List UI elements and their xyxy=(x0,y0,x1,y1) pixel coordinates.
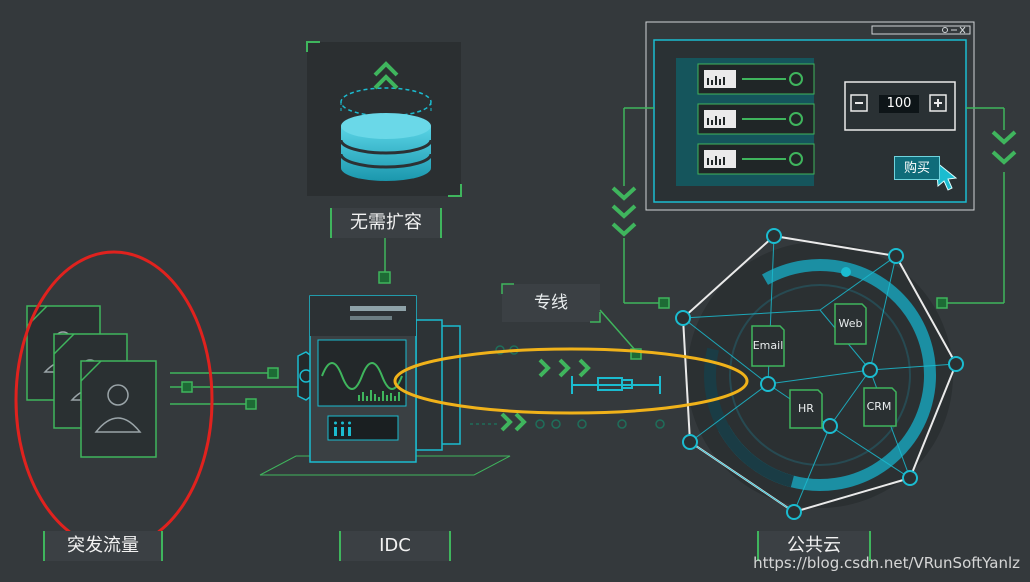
cursor-icon xyxy=(935,160,958,191)
cloud-connectors xyxy=(623,107,1005,309)
quantity-value: 100 xyxy=(879,95,919,113)
highlight-ellipse-yellow xyxy=(393,347,749,415)
app-documents-icon xyxy=(751,303,897,429)
quantity-stepper xyxy=(844,81,956,131)
public-cloud-label: 公共云 xyxy=(757,531,871,561)
buy-button: 购买 xyxy=(894,156,940,180)
dedicated-line-callout xyxy=(501,283,642,360)
idc-label: IDC xyxy=(339,531,451,561)
email-app-label: Email xyxy=(752,339,784,352)
server-rack-icon xyxy=(697,63,815,175)
user-documents-icon xyxy=(26,305,157,458)
data-flow-lines xyxy=(470,345,665,432)
crm-app-label: CRM xyxy=(866,400,892,413)
burst-traffic-label: 突发流量 xyxy=(43,531,163,561)
public-cloud-network xyxy=(675,228,964,520)
up-arrows-icon xyxy=(373,61,399,90)
database-icon xyxy=(339,87,433,181)
hr-app-label: HR xyxy=(798,402,814,415)
connector-node xyxy=(378,271,391,284)
watermark: https://blog.csdn.net/VRunSoftYanlz xyxy=(753,554,1020,572)
dedicated-line-label: 专线 xyxy=(534,293,568,313)
web-app-label: Web xyxy=(838,317,863,330)
idc-server-icon xyxy=(259,295,511,476)
no-expand-label: 无需扩容 xyxy=(330,208,442,238)
down-arrows-icon xyxy=(611,130,1017,237)
traffic-connectors xyxy=(170,367,300,410)
